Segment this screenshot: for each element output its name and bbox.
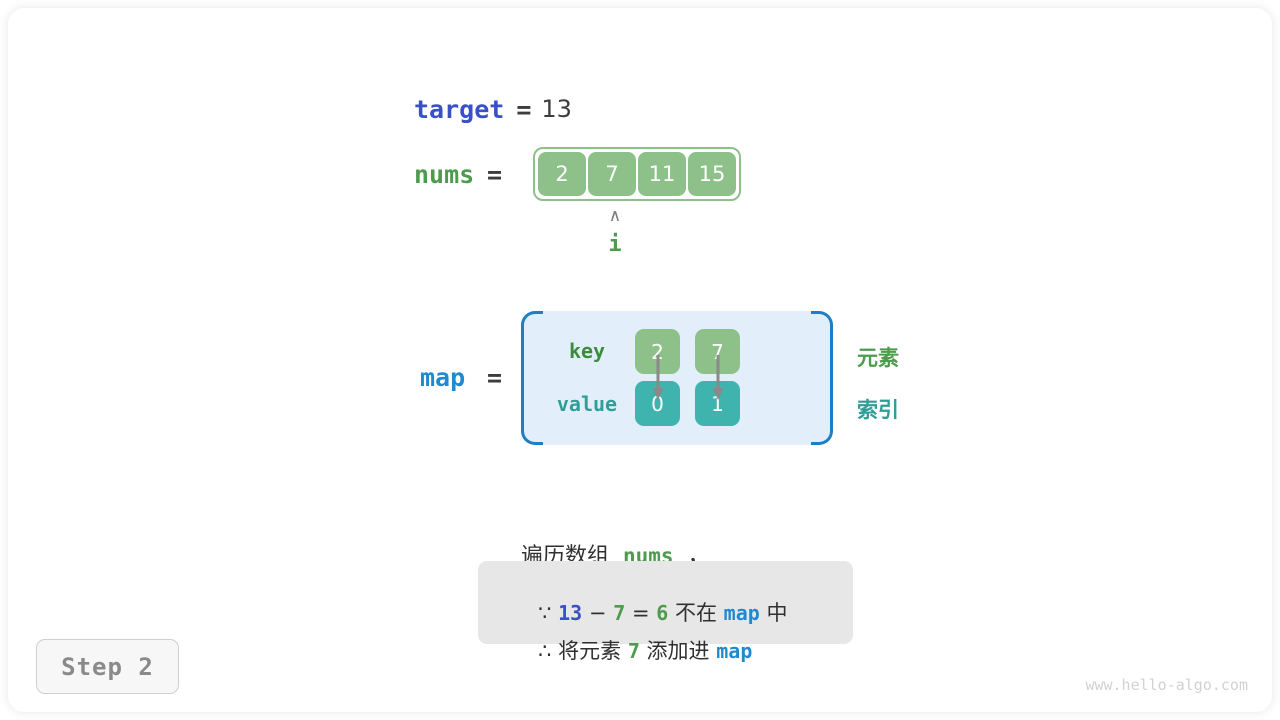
target-equals-sign: = — [516, 94, 532, 124]
legend-element-label: 元素 — [857, 346, 899, 370]
key-to-value-arrow-icon — [652, 355, 664, 400]
note-complement-value: 6 — [656, 601, 669, 625]
index-caret-icon: ∧ — [608, 206, 622, 226]
note-box: ∵ 13 − 7 = 6 不在 map 中 ∴ 将元素 7 添加进 map — [478, 561, 853, 663]
map-value-cell: 0 — [635, 381, 680, 426]
target-declaration: target = 13 — [414, 92, 572, 126]
map-left-bracket — [521, 311, 547, 445]
note-add-mid: 添加进 — [646, 639, 710, 663]
map-equals-sign: = — [487, 363, 503, 392]
map-row-label-key: key — [568, 339, 606, 363]
note-line-because: ∵ 13 − 7 = 6 不在 map 中 — [498, 573, 787, 651]
map-variable-name: map — [420, 363, 466, 392]
nums-array: 2 7 11 15 — [533, 147, 741, 201]
step-badge: Step 2 — [36, 639, 179, 694]
map-bracket-top-gap — [543, 311, 811, 316]
because-symbol-icon: ∵ — [538, 601, 552, 625]
map-key-cell: 2 — [635, 329, 680, 374]
map-key-cell: 7 — [695, 329, 740, 374]
note-line-therefore: ∴ 将元素 7 添加进 map — [498, 611, 752, 689]
legend-index-label: 索引 — [857, 398, 899, 422]
note-map-variable: map — [716, 639, 753, 663]
note-equals-sign: = — [631, 601, 650, 625]
target-variable-name: target — [414, 94, 505, 124]
target-value: 13 — [541, 95, 572, 123]
note-current-element: 7 — [613, 601, 626, 625]
note-minus-sign: − — [588, 601, 607, 625]
map-bracket-bottom-gap — [543, 440, 811, 445]
index-pointer-label: i — [608, 232, 622, 257]
note-added-element: 7 — [627, 639, 640, 663]
note-not-in-text: 不在 — [674, 601, 717, 625]
map-value-cell: 1 — [695, 381, 740, 426]
therefore-symbol-icon: ∴ — [538, 639, 552, 663]
array-cell: 2 — [538, 152, 586, 196]
array-cell: 15 — [688, 152, 736, 196]
map-row-label-value: value — [556, 392, 618, 416]
note-map-variable: map — [723, 601, 760, 625]
note-add-lead: 将元素 — [558, 639, 622, 663]
nums-equals-sign: = — [487, 160, 503, 189]
note-in-suffix: 中 — [766, 601, 788, 625]
array-cell: 11 — [638, 152, 686, 196]
watermark: www.hello-algo.com — [1085, 676, 1248, 694]
key-to-value-arrow-icon — [712, 355, 724, 400]
nums-variable-name: nums — [414, 160, 475, 189]
step-badge-label: Step 2 — [61, 652, 154, 681]
array-cell: 7 — [588, 152, 636, 196]
map-right-bracket — [807, 311, 833, 445]
note-target-value: 13 — [558, 601, 583, 625]
